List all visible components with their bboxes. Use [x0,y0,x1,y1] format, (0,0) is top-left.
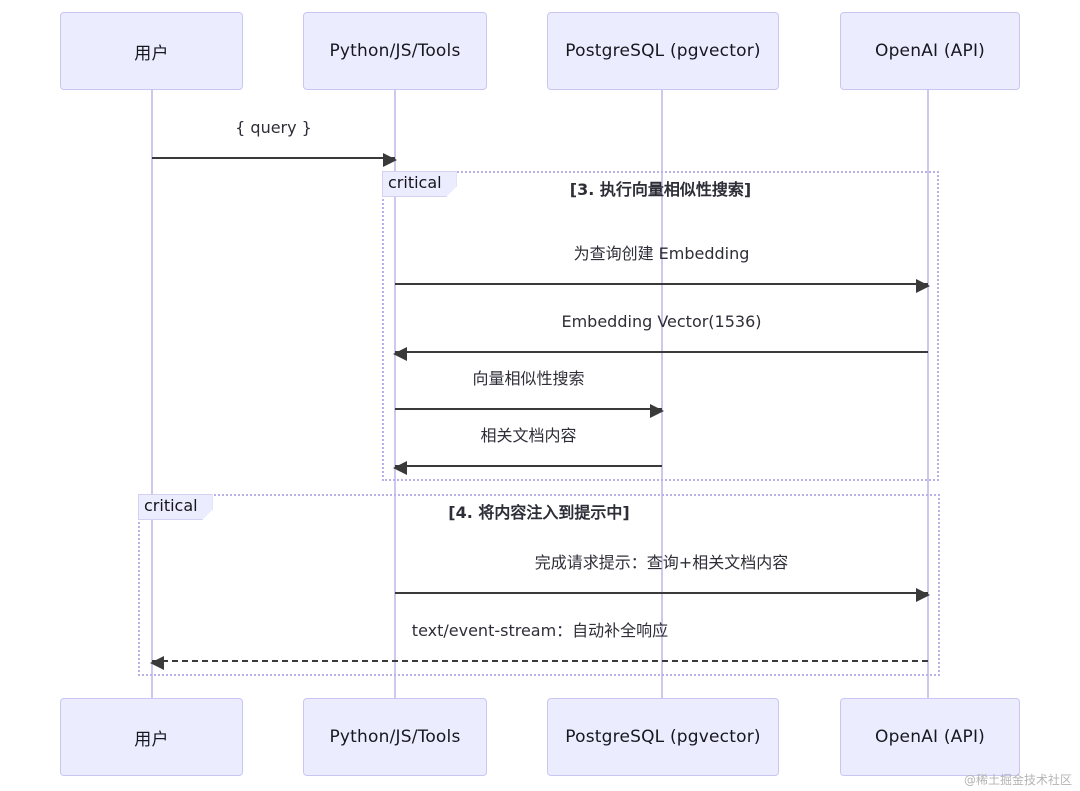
actor-openai-bottom: OpenAI (API) [840,698,1020,776]
actor-tools-label: Python/JS/Tools [329,727,461,747]
actor-user-label: 用户 [134,729,169,750]
message-label-query: { query } [235,118,312,137]
actor-tools-bottom: Python/JS/Tools [303,698,487,776]
message-arrow-query [152,153,397,167]
actor-postgres-label: PostgreSQL (pgvector) [565,727,761,747]
message-arrow-event-stream [150,656,928,670]
critical-keyword-badge: critical [138,494,213,520]
critical-keyword-badge: critical [382,171,457,197]
message-label-completion-prompt: 完成请求提示：查询+相关文档内容 [534,553,789,572]
actor-tools-top: Python/JS/Tools [303,12,487,90]
lifeline-postgres [661,90,663,698]
arrowhead-left-icon [150,656,164,670]
message-arrow-completion-prompt [395,588,930,602]
actor-user-top: 用户 [60,12,243,90]
actor-openai-label: OpenAI (API) [874,41,985,61]
actor-openai-label: OpenAI (API) [874,727,985,747]
message-arrow-related-docs [393,461,662,475]
arrowhead-left-icon [393,347,407,361]
actor-user-label: 用户 [134,43,169,64]
message-label-embedding-vector: Embedding Vector(1536) [561,312,762,331]
actor-openai-top: OpenAI (API) [840,12,1020,90]
message-arrow-create-embedding [395,279,930,293]
arrowhead-right-icon [916,588,930,602]
arrowhead-right-icon [916,279,930,293]
message-arrow-vector-search [395,404,664,418]
message-label-related-docs: 相关文档内容 [480,426,577,445]
arrowhead-right-icon [383,153,397,167]
actor-postgres-label: PostgreSQL (pgvector) [565,41,761,61]
critical-block-title: [4. 将内容注入到提示中] [448,503,630,522]
message-label-create-embedding: 为查询创建 Embedding [573,244,750,263]
lifeline-user [151,90,153,698]
critical-block-vector-search: critical [3. 执行向量相似性搜索] [382,171,939,481]
lifeline-tools [394,90,396,698]
critical-block-inject-prompt: critical [4. 将内容注入到提示中] [138,494,940,676]
message-arrow-embedding-vector [393,347,928,361]
arrowhead-left-icon [393,461,407,475]
actor-user-bottom: 用户 [60,698,243,776]
arrowhead-right-icon [650,404,664,418]
watermark: @稀土掘金技术社区 [963,773,1072,787]
message-label-vector-search: 向量相似性搜索 [472,369,585,388]
actor-tools-label: Python/JS/Tools [329,41,461,61]
critical-block-title: [3. 执行向量相似性搜索] [569,180,752,199]
lifeline-openai [927,90,929,698]
actor-postgres-top: PostgreSQL (pgvector) [547,12,779,90]
actor-postgres-bottom: PostgreSQL (pgvector) [547,698,779,776]
message-label-event-stream: text/event-stream：自动补全响应 [411,621,669,640]
